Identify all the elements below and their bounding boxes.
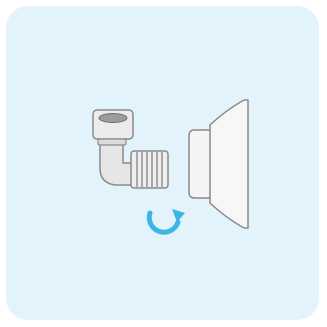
rotate-clockwise-icon (146, 209, 185, 235)
threaded-fitting-icon (130, 150, 169, 189)
breast-shield-icon (188, 99, 249, 229)
